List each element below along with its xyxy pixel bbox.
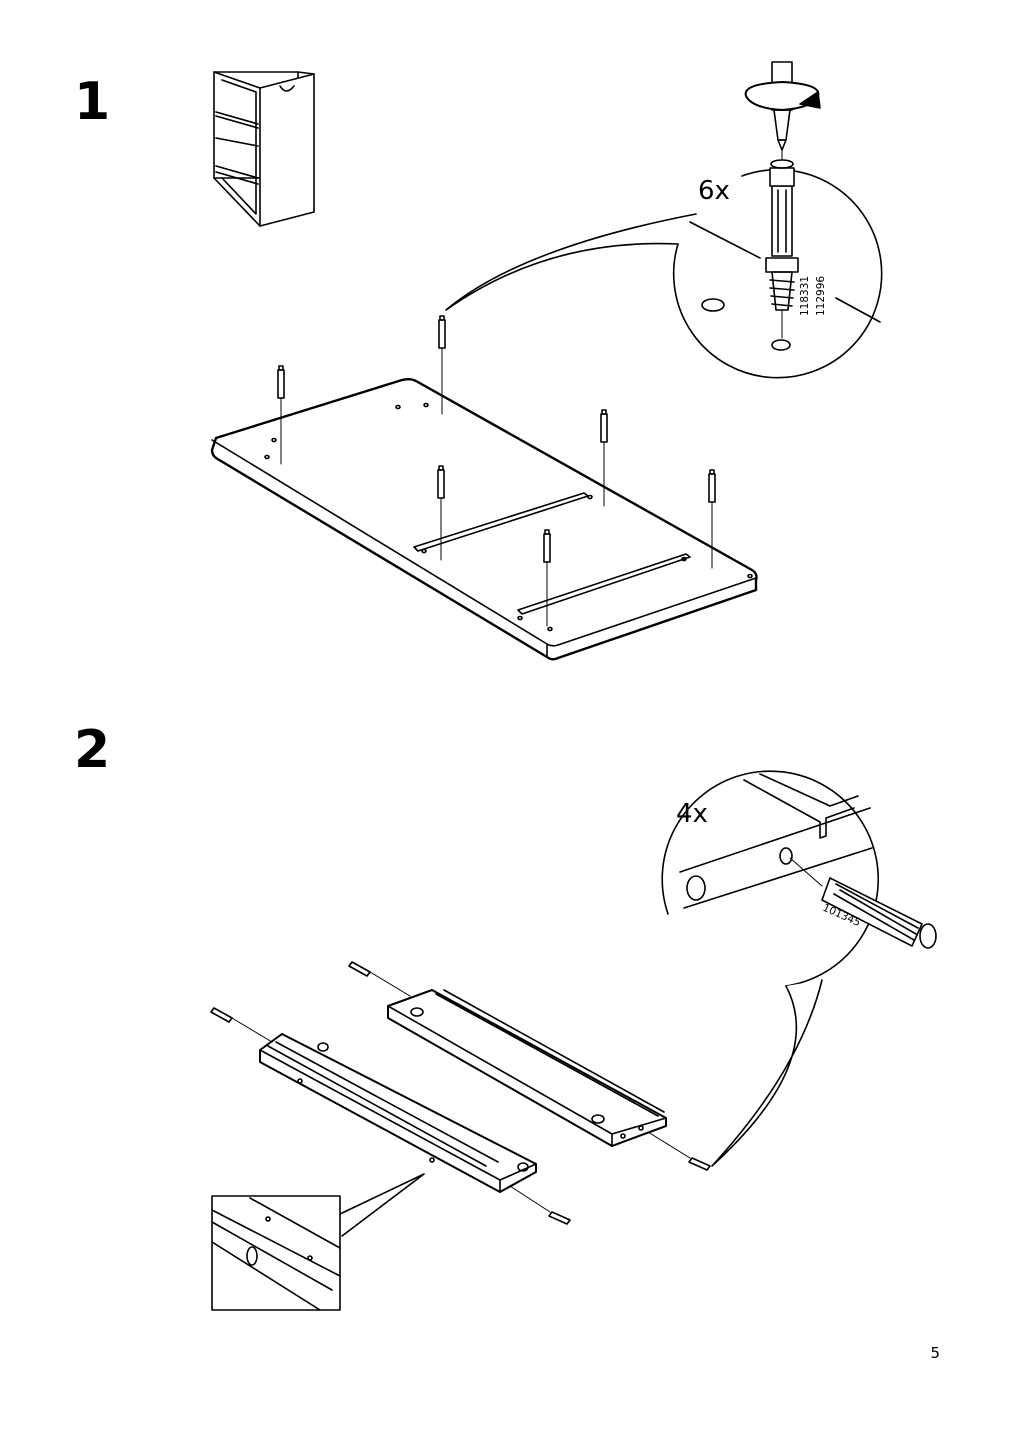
side-rail-right (387, 989, 667, 1147)
step-number-2: 2 (74, 720, 111, 780)
screwdriver-icon (744, 61, 821, 161)
quantity-label-step-1: 6x (698, 176, 730, 206)
bottom-panel (210, 378, 758, 661)
page-number: 5 (930, 1344, 940, 1362)
dowel-detail-callout (661, 770, 937, 1167)
connector-dowels (277, 315, 716, 627)
quantity-label-step-2: 4x (676, 799, 708, 829)
part-number-112996: 112996 (815, 276, 827, 316)
screw-detail-callout (445, 159, 883, 379)
side-rail-left (259, 1033, 537, 1193)
rail-detail-inset (211, 1173, 425, 1311)
step-number-1: 1 (74, 72, 111, 132)
wooden-dowels (210, 961, 711, 1225)
part-number-118331: 118331 (799, 276, 811, 316)
product-overview-icon (213, 71, 315, 227)
